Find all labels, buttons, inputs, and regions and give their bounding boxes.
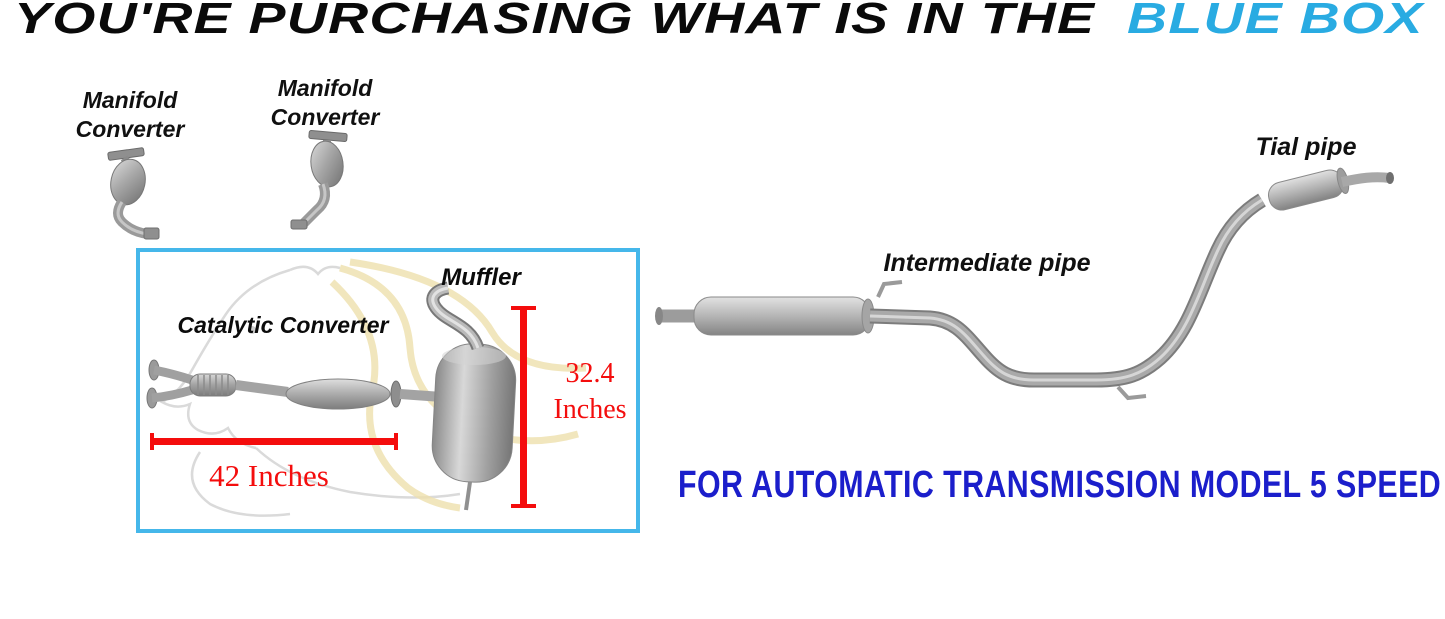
title-black-text: YOU'RE PURCHASING WHAT IS IN THE — [14, 0, 1096, 43]
label-catalytic-converter: Catalytic Converter — [177, 312, 389, 338]
label-manifold-converter-right: Manifold Converter — [270, 75, 380, 130]
length-measurement-value: 42 Inches — [209, 458, 329, 493]
label-muffler: Muffler — [441, 264, 521, 291]
height-measurement-value: 32.4 Inches — [553, 358, 627, 426]
blue-box: Catalytic Converter Muffler 42 Inches 32… — [136, 248, 640, 533]
exhaust-assembly-illustration — [146, 281, 517, 511]
label-intermediate-pipe: Intermediate pipe — [883, 249, 1091, 277]
manifold-converter-left-illustration — [107, 147, 160, 240]
title-blue-text: BLUE BOX — [1127, 0, 1424, 43]
intermediate-and-tail-pipe-illustration — [655, 167, 1394, 401]
transmission-note: FOR AUTOMATIC TRANSMISSION MODEL 5 SPEED — [678, 464, 1442, 506]
length-measurement-line — [150, 433, 398, 450]
label-manifold-converter-left: Manifold Converter — [75, 87, 185, 142]
label-tail-pipe: Tial pipe — [1255, 133, 1357, 161]
manifold-converter-right-illustration — [290, 130, 348, 230]
height-measurement-line — [511, 306, 536, 508]
page-title: YOU'RE PURCHASING WHAT IS IN THE BLUE BO… — [14, 0, 1424, 44]
